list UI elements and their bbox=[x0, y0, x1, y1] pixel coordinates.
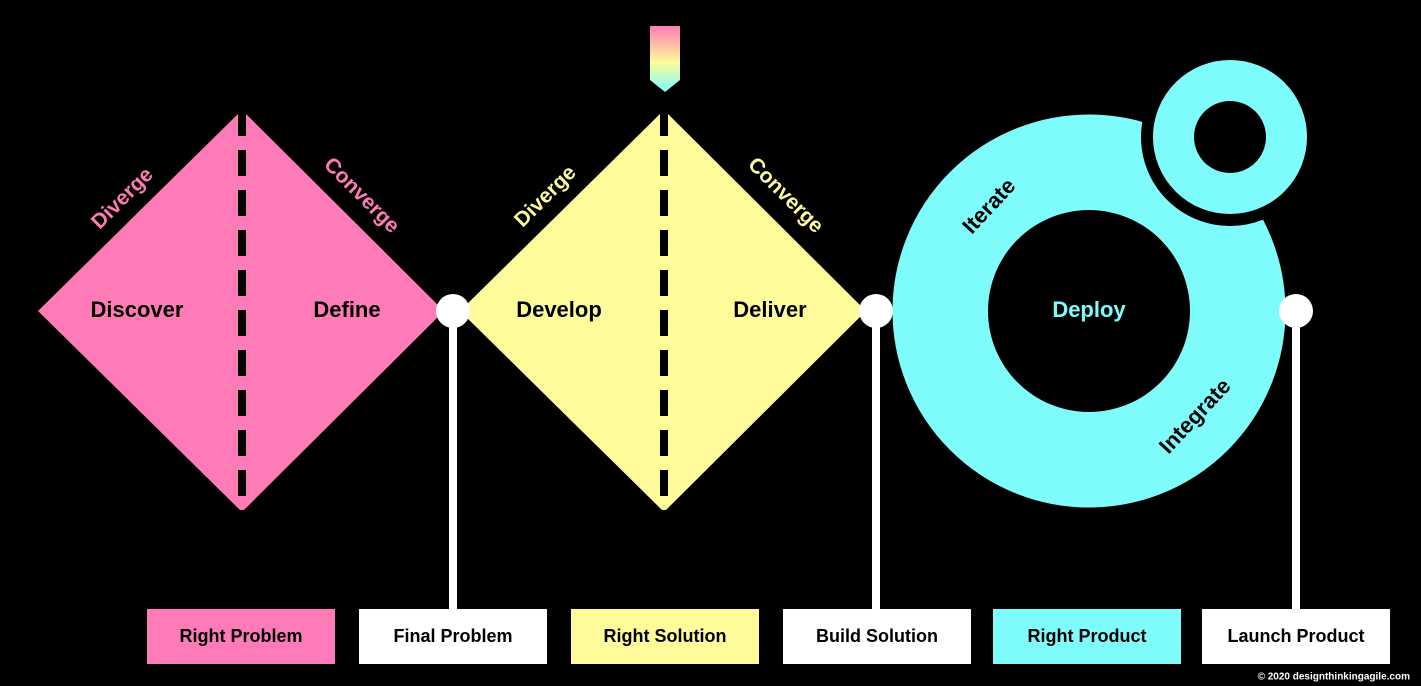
stage-label: Right Product bbox=[1028, 626, 1147, 646]
stage-build-solution: Build Solution bbox=[783, 609, 971, 664]
stage-box bbox=[359, 609, 547, 664]
launch-product-node bbox=[1279, 294, 1313, 328]
deploy-label: Deploy bbox=[1052, 297, 1126, 322]
stage-box bbox=[147, 609, 335, 664]
build-solution-stem bbox=[872, 311, 880, 611]
stage-label: Launch Product bbox=[1227, 626, 1364, 646]
define-label: Define bbox=[313, 297, 380, 322]
discover-label: Discover bbox=[91, 297, 184, 322]
stage-box bbox=[1202, 609, 1390, 664]
stage-final-problem: Final Problem bbox=[359, 609, 547, 664]
stage-right-product: Right Product bbox=[993, 609, 1181, 664]
stage-right-problem: Right Problem bbox=[147, 609, 335, 664]
stage-label: Right Solution bbox=[604, 626, 727, 646]
build-solution-node bbox=[859, 294, 893, 328]
stage-label: Right Problem bbox=[179, 626, 302, 646]
iteration-ring-hole bbox=[1194, 101, 1266, 173]
stage-box bbox=[993, 609, 1181, 664]
develop-label: Develop bbox=[516, 297, 602, 322]
deploy-loop-hole bbox=[988, 210, 1190, 412]
gradient-marker-icon bbox=[650, 26, 680, 92]
final-problem-node bbox=[436, 294, 470, 328]
final-problem-stem bbox=[449, 311, 457, 611]
stage-box bbox=[571, 609, 759, 664]
stage-label: Build Solution bbox=[816, 626, 938, 646]
stage-right-solution: Right Solution bbox=[571, 609, 759, 664]
stage-launch-product: Launch Product bbox=[1202, 609, 1390, 664]
deliver-label: Deliver bbox=[733, 297, 807, 322]
stage-label: Final Problem bbox=[393, 626, 512, 646]
stage-box bbox=[783, 609, 971, 664]
copyright-text: © 2020 designthinkingagile.com bbox=[1258, 672, 1411, 683]
launch-product-stem bbox=[1292, 311, 1300, 611]
